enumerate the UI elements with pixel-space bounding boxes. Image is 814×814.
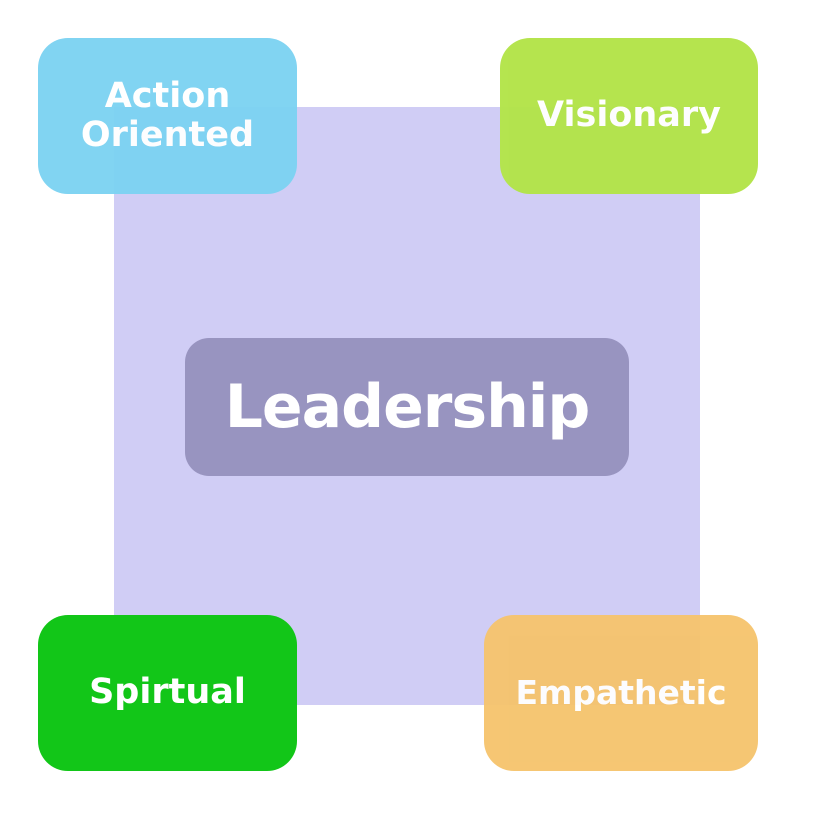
- empathetic-box: Empathetic: [484, 615, 758, 771]
- empathetic-text: Empathetic: [515, 672, 727, 712]
- action-oriented-box: Action Oriented: [38, 38, 297, 194]
- spiritual-text: Spirtual: [89, 672, 246, 713]
- leadership-text: Leadership: [224, 372, 591, 442]
- spiritual-box: Spirtual: [38, 615, 297, 771]
- visionary-text: Visionary: [537, 95, 721, 136]
- visionary-box: Visionary: [500, 38, 758, 194]
- action-oriented-text: Action Oriented: [80, 75, 255, 155]
- leadership-center-label: Leadership: [185, 338, 629, 476]
